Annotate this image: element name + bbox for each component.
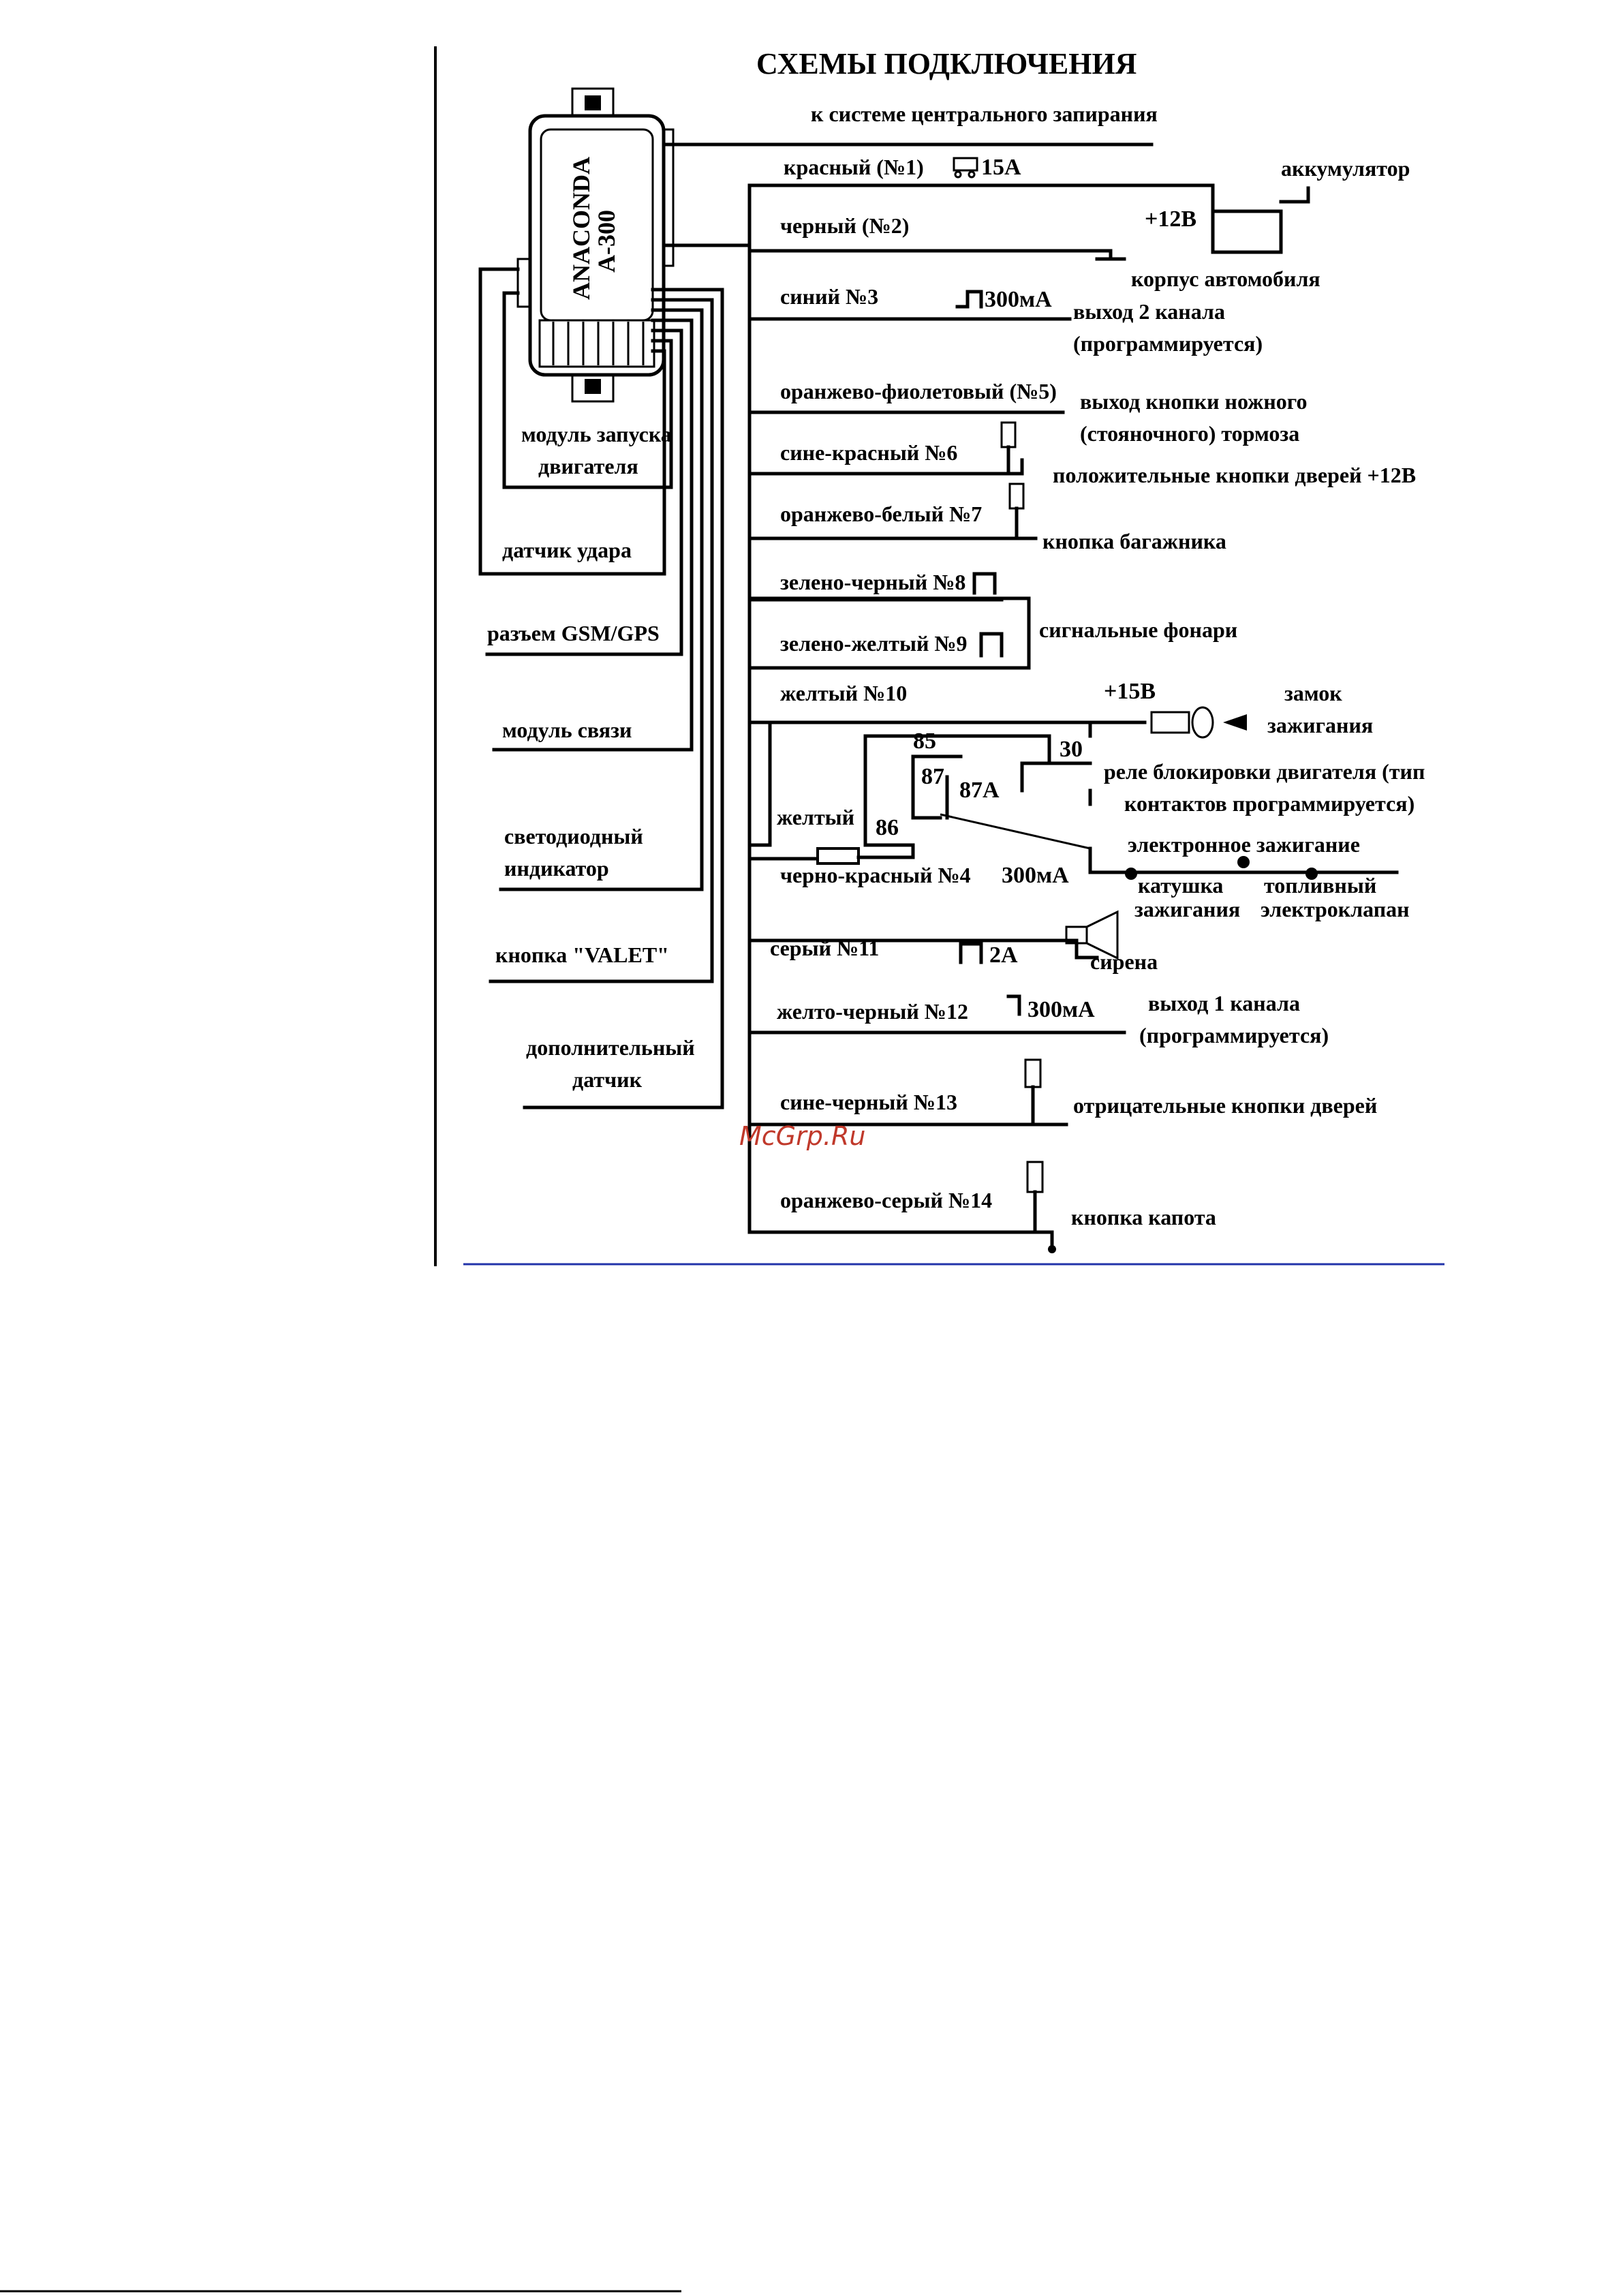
relay-pin-87: 87 [921, 764, 944, 789]
label-w9: зелено-желтый №9 [780, 631, 968, 656]
label-electronic-ign: электронное зажигание [1128, 832, 1360, 857]
label-siren: сирена [1090, 949, 1158, 974]
label-brake-1: выход кнопки ножного [1080, 389, 1308, 414]
label-w3-current: 300мА [985, 287, 1052, 312]
label-w5: оранжево-фиолетовый (№5) [780, 379, 1057, 403]
label-w7: оранжево-белый №7 [780, 502, 982, 526]
label-w10: желтый №10 [780, 681, 907, 705]
label-w1: красный (№1) [784, 155, 924, 179]
label-gsm-gps: разъем GSM/GPS [487, 621, 660, 645]
wire-labels: к системе центрального запирания красный… [770, 102, 1425, 1229]
label-ign-lock-2: зажигания [1267, 713, 1373, 737]
relay-pin-85: 85 [913, 729, 936, 754]
label-body: корпус автомобиля [1131, 266, 1320, 291]
label-yellow: желтый [777, 805, 854, 829]
label-engine-module-1: модуль запуска [521, 422, 672, 446]
label-w8: зелено-черный №8 [780, 570, 965, 594]
label-w11: серый №11 [770, 936, 879, 960]
label-battery: аккумулятор [1281, 156, 1410, 181]
label-w6: сине-красный №6 [780, 440, 957, 465]
label-extra-sensor-2: датчик [572, 1067, 643, 1092]
unit-name-line1: ANACONDA [568, 157, 595, 300]
watermark: McGrp.Ru [739, 1121, 865, 1151]
label-out1-1: выход 1 канала [1148, 991, 1300, 1015]
label-relay-2: контактов программируется) [1124, 791, 1415, 816]
label-w4: черно-красный №4 [780, 863, 971, 887]
label-coil-2: зажигания [1134, 897, 1240, 921]
wiring-lines [478, 142, 1399, 1253]
label-valet: кнопка "VALET" [495, 943, 669, 967]
label-plus15: +15В [1104, 679, 1156, 704]
label-w2: черный (№2) [780, 213, 909, 238]
label-w13: сине-черный №13 [780, 1090, 957, 1114]
label-led-2: индикатор [504, 856, 609, 881]
label-brake-2: (стояночного) тормоза [1080, 421, 1299, 446]
label-trunk: кнопка багажника [1042, 529, 1226, 553]
label-coil-1: катушка [1138, 873, 1223, 898]
unit-name-line2: A-300 [593, 210, 620, 273]
label-engine-module-2: двигателя [538, 454, 638, 478]
label-led-1: светодиодный [504, 824, 643, 848]
relay-pin-86: 86 [876, 815, 899, 840]
label-comm-module: модуль связи [502, 718, 632, 742]
label-signal-lights: сигнальные фонари [1039, 617, 1237, 642]
label-ign-lock-1: замок [1284, 681, 1342, 705]
label-w14: оранжево-серый №14 [780, 1188, 992, 1212]
label-central-lock: к системе центрального запирания [811, 102, 1158, 126]
label-w3: синий №3 [780, 284, 878, 309]
label-w1-fuse: 15А [981, 155, 1021, 180]
label-neg-doors: отрицательные кнопки дверей [1073, 1093, 1377, 1118]
label-pos-doors: положительные кнопки дверей +12В [1053, 463, 1416, 487]
relay-pin-87a: 87А [959, 778, 1000, 803]
label-extra-sensor-1: дополнительный [526, 1035, 695, 1060]
label-w11-current: 2А [989, 943, 1018, 968]
left-labels: модуль запуска двигателя датчик удара ра… [487, 422, 695, 1092]
relay-pin-30: 30 [1060, 737, 1083, 762]
label-fuel-1: топливный [1264, 873, 1376, 898]
label-hood: кнопка капота [1071, 1205, 1216, 1229]
label-relay-1: реле блокировки двигателя (тип [1104, 759, 1425, 784]
label-out2-2: (программируется) [1073, 331, 1263, 356]
diagram-title: СХЕМЫ ПОДКЛЮЧЕНИЯ [756, 47, 1137, 80]
label-w12-current: 300мА [1027, 997, 1095, 1022]
label-out1-2: (программируется) [1139, 1023, 1329, 1047]
alarm-unit: ANACONDA A-300 [516, 87, 675, 403]
label-w12: желто-черный №12 [777, 999, 968, 1024]
label-w4-current: 300мА [1002, 863, 1069, 888]
label-shock-sensor: датчик удара [502, 538, 632, 562]
label-fuel-2: электроклапан [1261, 897, 1410, 921]
label-out2-1: выход 2 канала [1073, 299, 1225, 324]
label-plus12: +12В [1145, 206, 1196, 232]
